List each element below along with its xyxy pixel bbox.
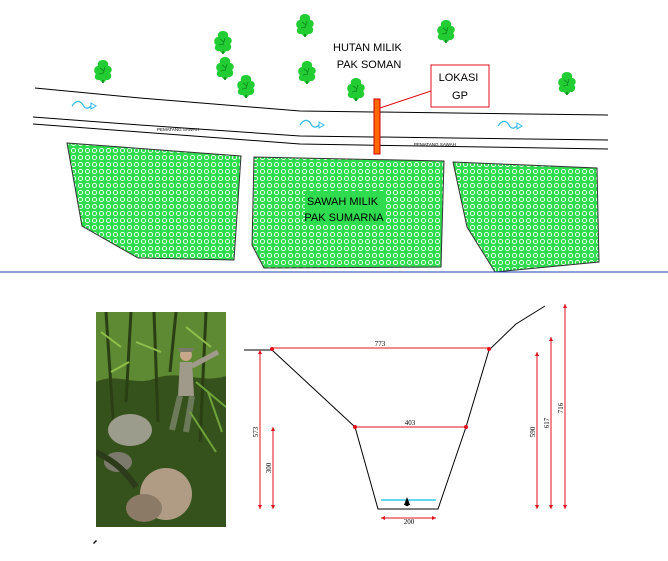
middle-width-label: 403 xyxy=(405,419,416,427)
gate-marker xyxy=(373,98,381,155)
tree-icon xyxy=(236,74,256,99)
top-width-label: 773 xyxy=(375,340,386,348)
tree-icon xyxy=(436,19,456,44)
paddy-owner-label: SAWAH MILIK PAK SUMARNA xyxy=(304,196,384,224)
forest-owner-label: HUTAN MILIK PAK SOMAN xyxy=(333,42,405,71)
paddy-field-left xyxy=(66,142,242,261)
dike-label-right: PEMATANG SAWAH xyxy=(414,142,456,147)
flow-arrow-icon xyxy=(497,120,523,130)
flow-arrow-icon xyxy=(71,100,97,110)
right-height-label-3: 716 xyxy=(557,402,565,413)
tree-icon xyxy=(93,59,113,84)
location-callout xyxy=(430,64,490,108)
site-plan: HUTAN MILIK PAK SOMAN PEMATANG SAWAH PEM… xyxy=(32,13,609,273)
field-photo xyxy=(96,312,226,527)
right-height-label-1: 590 xyxy=(529,426,537,437)
tree-icon xyxy=(295,13,315,38)
tree-icon xyxy=(297,60,317,85)
tree-icon xyxy=(346,77,366,102)
tree-icon xyxy=(215,56,235,81)
left-inner-height-label: 300 xyxy=(265,462,273,473)
forest-trees xyxy=(93,13,577,102)
left-height-label: 573 xyxy=(252,426,260,437)
location-label: LOKASI GP xyxy=(439,72,482,102)
paddy-field-right xyxy=(452,161,600,273)
paddy-label-bg xyxy=(305,191,385,225)
dike-line xyxy=(32,123,609,150)
dike-label-left: PEMATANG SAWAH xyxy=(157,127,199,132)
tree-icon xyxy=(213,30,233,55)
tree-icon xyxy=(557,71,577,96)
marker-icon xyxy=(93,540,97,544)
river-upper-bank xyxy=(34,87,609,116)
bottom-width-label: 200 xyxy=(404,518,415,526)
cross-section: 773 403 200 573 300 590 617 716 xyxy=(244,304,567,526)
flow-arrow-icon xyxy=(299,119,325,129)
location-leader xyxy=(379,90,432,109)
channel-profile xyxy=(244,305,546,510)
right-height-label-2: 617 xyxy=(543,417,551,428)
river-lower-bank xyxy=(32,116,609,141)
